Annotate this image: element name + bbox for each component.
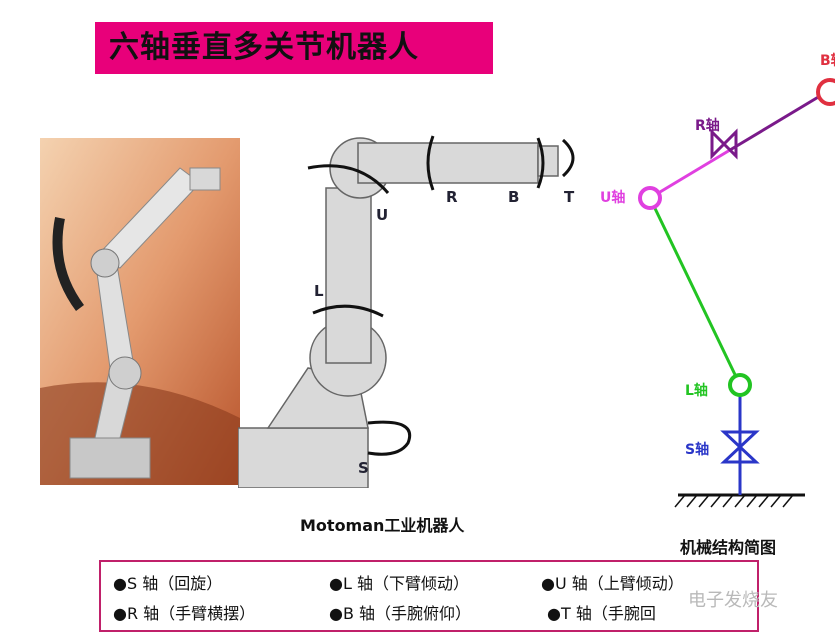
page-title: 六轴垂直多关节机器人 [95,22,493,74]
robot-photo [40,138,240,485]
watermark: 电子发烧友 [688,590,778,611]
legend-item-r: ●R 轴（手臂横摆） [113,604,256,623]
legend-item-u: ●U 轴（上臂倾动） [541,574,684,593]
b-axis-label: B [508,188,519,206]
robot-caption: Motoman工业机器人 [300,516,465,535]
legend-item-t: ●T 轴（手腕回 [547,604,656,623]
legend-item-s: ●S 轴（回旋） [113,574,223,593]
mech-r-axis-label: R轴 [695,117,720,134]
mech-u-axis-label: U轴 [600,189,625,206]
mechanism-diagram: B轴 R轴 U轴 L轴 S轴 [600,52,835,508]
robot-line-drawing: U R B T L S [238,135,575,488]
t-axis-label: T [564,188,575,206]
mech-s-axis-label: S轴 [685,441,709,458]
l-axis-label: L [314,282,324,300]
r-axis-label: R [446,188,458,206]
legend-item-b: ●B 轴（手腕俯仰） [329,604,472,623]
mechanism-caption: 机械结构简图 [680,538,777,557]
mech-l-axis-label: L轴 [685,382,708,399]
axis-legend: ●S 轴（回旋） ●L 轴（下臂倾动） ●U 轴（上臂倾动） ●R 轴（手臂横摆… [99,560,759,632]
u-axis-label: U [376,206,388,224]
legend-item-l: ●L 轴（下臂倾动） [329,574,469,593]
s-axis-label: S [358,459,369,477]
mech-b-axis-label: B轴 [820,52,835,69]
